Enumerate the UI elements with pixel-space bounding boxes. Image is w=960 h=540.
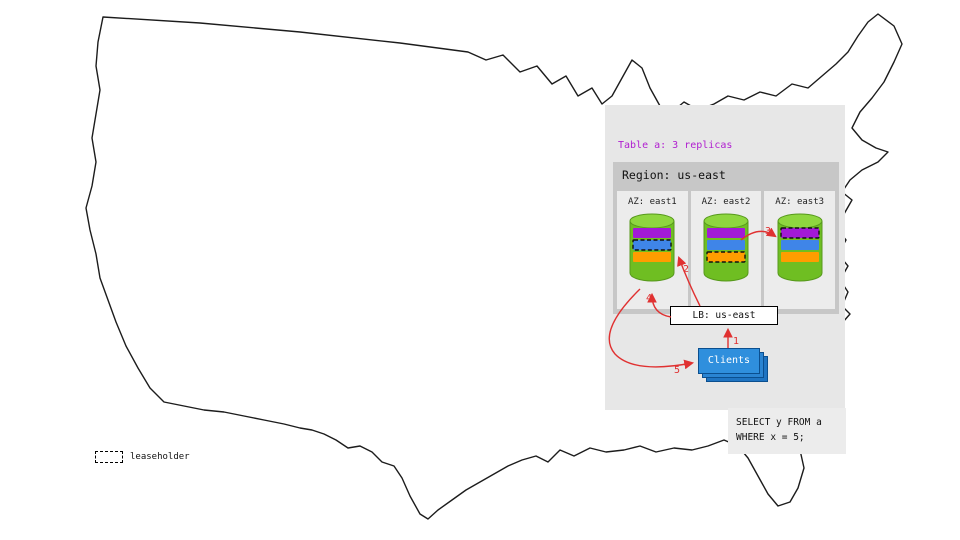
db-cylinder-east2 [703, 213, 749, 282]
db-cylinder-east3 [777, 213, 823, 282]
az-east3-label: AZ: east3 [775, 197, 825, 207]
db-cylinder-east1 [629, 213, 675, 282]
sql-line-2: WHERE x = 5; [736, 432, 805, 443]
sql-query-box: SELECT y FROM a WHERE x = 5; [728, 408, 846, 454]
region-title: Region: us-east [622, 168, 726, 182]
az-east3: AZ: east3 [764, 191, 836, 309]
az-east2-label: AZ: east2 [701, 197, 751, 207]
az-east1: AZ: east1 [617, 191, 688, 309]
az-east1-label: AZ: east1 [627, 197, 677, 207]
legend-table-a: Table a: 3 replicas [618, 140, 733, 151]
clients-stack: Clients [698, 348, 768, 382]
leaseholder-legend: leaseholder [95, 451, 190, 463]
az-east2: AZ: east2 [690, 191, 762, 309]
replica-index-a [632, 239, 673, 251]
replica-table-b [706, 251, 746, 263]
replica-table-a [779, 227, 820, 239]
load-balancer-box: LB: us-east [670, 306, 778, 325]
leaseholder-swatch-icon [95, 451, 123, 463]
clients-box: Clients [698, 348, 760, 374]
replica-index-a [707, 240, 745, 250]
overlay-panel: Table a: 3 replicas Index a: 3 replicas … [605, 105, 845, 410]
region-box: Region: us-east AZ: east1 AZ: east2 [613, 162, 839, 314]
leaseholder-label: leaseholder [130, 452, 190, 462]
replica-index-a [780, 240, 819, 250]
replica-table-b [633, 252, 672, 262]
sql-line-1: SELECT y FROM a [736, 417, 822, 428]
replica-table-a [707, 228, 745, 238]
replica-table-b [780, 252, 819, 262]
replica-table-a [633, 228, 672, 238]
az-row: AZ: east1 AZ: east2 [617, 191, 836, 309]
